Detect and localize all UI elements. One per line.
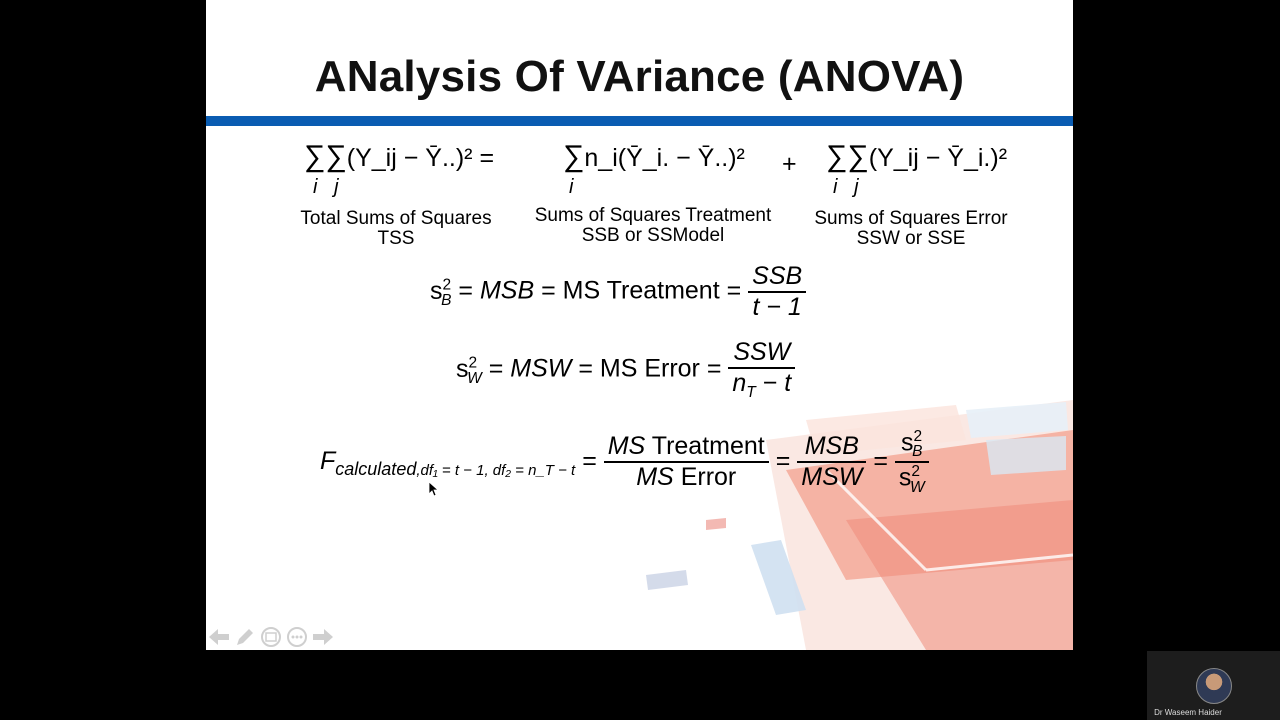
presentation-slide: ANalysis Of VAriance (ANOVA) ∑∑(Y_ij − Ȳ… <box>206 0 1073 650</box>
slideshow-toolbar <box>206 626 346 648</box>
caption-error-sum-of-squares: Sums of Squares Error SSW or SSE <box>814 208 1008 249</box>
plus-sign: + <box>782 150 797 178</box>
pen-icon[interactable] <box>234 626 256 648</box>
caption-total-sum-of-squares: Total Sums of Squares TSS <box>300 208 492 249</box>
f-statistic-equation: Fcalculated,df₁ = t − 1, df₂ = n_T − t =… <box>320 428 929 497</box>
back-arrow-icon[interactable] <box>208 626 230 648</box>
forward-arrow-icon[interactable] <box>312 626 334 648</box>
error-sum-of-squares-term: ∑∑(Y_ij − Ȳ_i.)² <box>826 140 1008 173</box>
total-sum-of-squares-term: ∑∑(Y_ij − Ȳ..)² = <box>304 140 495 173</box>
presenter-name: Dr Waseem Haider <box>1154 708 1222 717</box>
camera-thumbnail: Dr Waseem Haider <box>1147 651 1280 720</box>
avatar <box>1196 668 1232 704</box>
caption-treatment-sum-of-squares: Sums of Squares Treatment SSB or SSModel <box>534 205 772 246</box>
slides-icon[interactable] <box>260 626 282 648</box>
slide-title: ANalysis Of VAriance (ANOVA) <box>314 52 965 101</box>
title-underline-bar <box>206 116 1073 126</box>
treatment-sum-of-squares-term: ∑n_i(Ȳ_i. − Ȳ..)² <box>563 140 745 173</box>
more-icon[interactable] <box>286 626 308 648</box>
mouse-cursor-icon <box>428 481 440 501</box>
